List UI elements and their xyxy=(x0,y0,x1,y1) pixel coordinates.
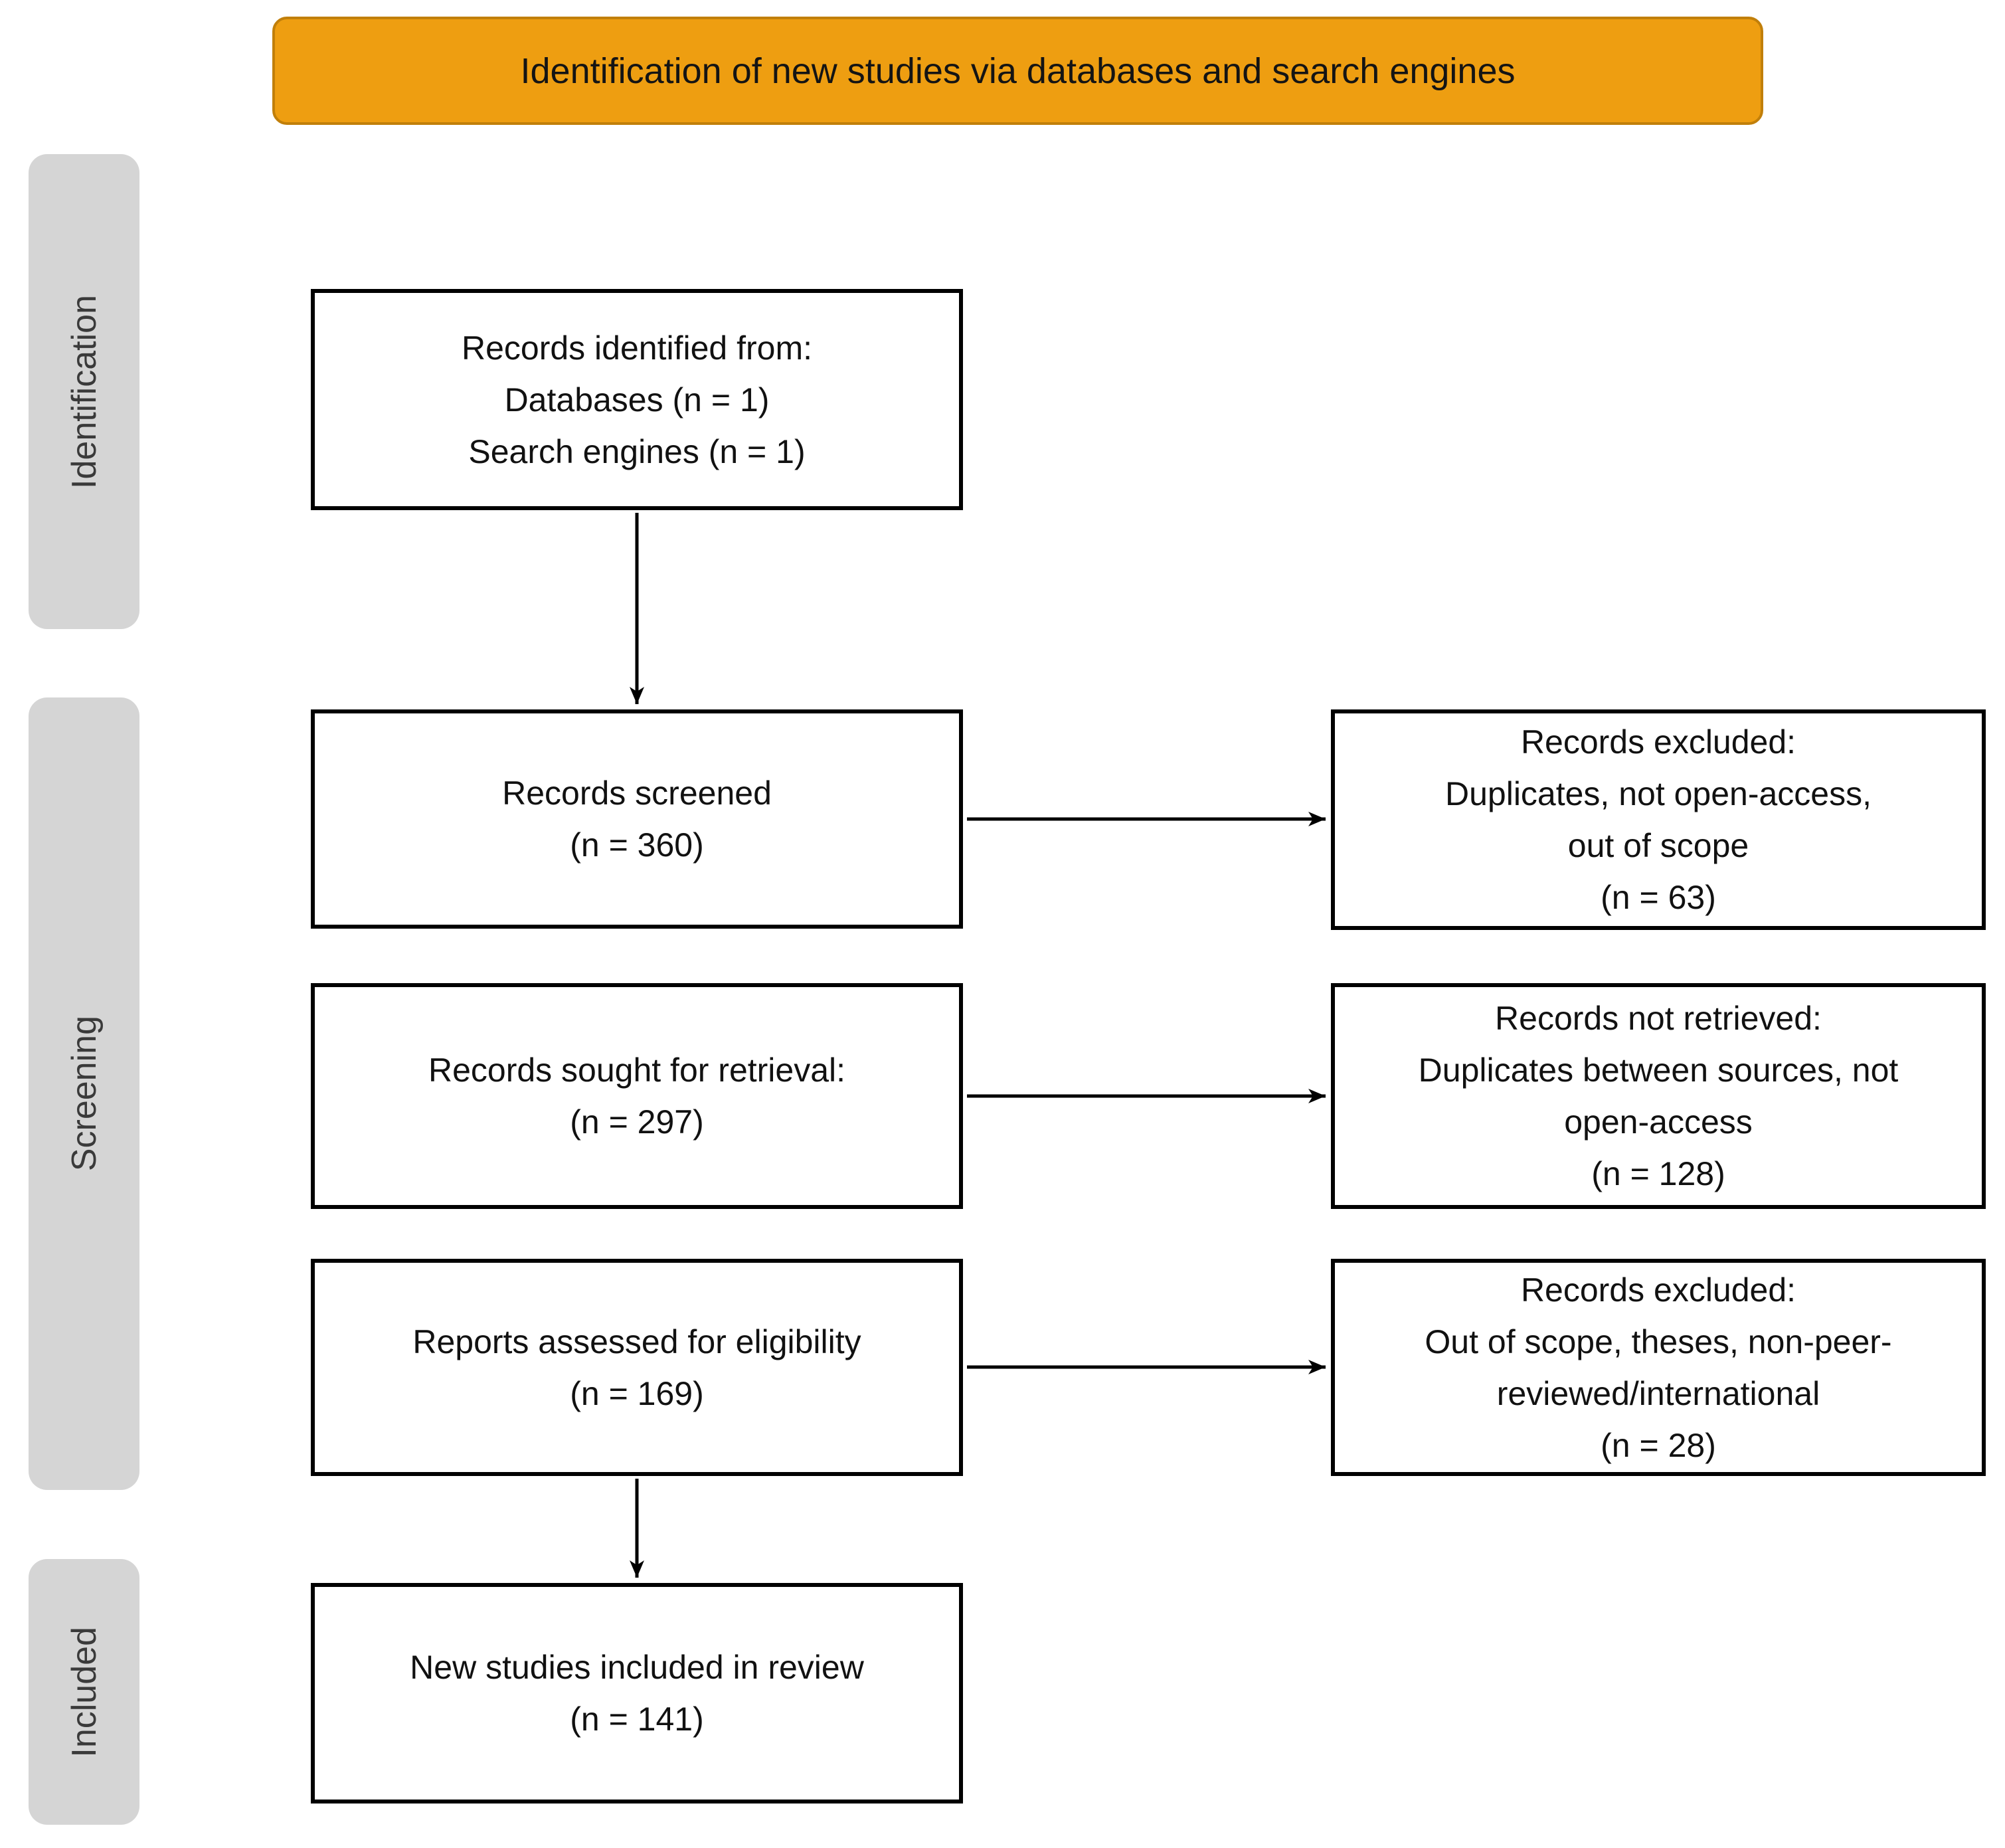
header-banner: Identification of new studies via databa… xyxy=(272,17,1763,125)
text-line: (n = 128) xyxy=(1591,1155,1725,1192)
text-line: Reports assessed for eligibility xyxy=(412,1323,861,1360)
stage-label-identification: Identification xyxy=(29,154,139,629)
text-line: Duplicates between sources, not xyxy=(1418,1052,1899,1089)
text-line: Records not retrieved: xyxy=(1495,1000,1822,1037)
box-reports-assessed: Reports assessed for eligibility (n = 169… xyxy=(311,1259,963,1476)
text-line: reviewed/international xyxy=(1496,1374,1820,1412)
text-line: Records sought for retrieval: xyxy=(428,1052,846,1089)
stage-label-included: Included xyxy=(29,1559,139,1825)
box-records-screened: Records screened (n = 360) xyxy=(311,709,963,929)
text-line: Records identified from: xyxy=(461,329,812,367)
text-line: (n = 28) xyxy=(1601,1426,1716,1464)
text-line: (n = 297) xyxy=(570,1103,704,1141)
box-records-sought: Records sought for retrieval: (n = 297) xyxy=(311,983,963,1209)
box-records-not-retrieved: Records not retrieved: Duplicates between… xyxy=(1331,983,1986,1209)
text-line: (n = 360) xyxy=(570,826,704,864)
text-line: (n = 141) xyxy=(570,1701,704,1738)
box-records-excluded-eligibility: Records excluded: Out of scope, theses, n… xyxy=(1331,1259,1986,1476)
box-records-identified: Records identified from: Databases (n = 1… xyxy=(311,289,963,510)
text-line: Records excluded: xyxy=(1520,723,1796,761)
box-records-excluded-screening: Records excluded: Duplicates, not open-ac… xyxy=(1331,709,1986,930)
text-line: Duplicates, not open-access, xyxy=(1444,775,1872,812)
box-studies-included: New studies included in review (n = 141) xyxy=(311,1583,963,1803)
text-line: out of scope xyxy=(1567,827,1749,864)
stage-label-text: Identification xyxy=(64,294,104,489)
stage-label-text: Screening xyxy=(64,1016,104,1172)
stage-label-text: Included xyxy=(64,1626,104,1758)
text-line: (n = 169) xyxy=(570,1374,704,1412)
text-line: Records excluded: xyxy=(1520,1271,1796,1309)
stage-label-screening: Screening xyxy=(29,697,139,1490)
text-line: Search engines (n = 1) xyxy=(468,432,806,470)
text-line: Records screened xyxy=(502,775,772,812)
text-line: Out of scope, theses, non-peer- xyxy=(1425,1323,1892,1360)
text-line: (n = 63) xyxy=(1601,879,1716,916)
text-line: New studies included in review xyxy=(410,1649,864,1686)
text-line: open-access xyxy=(1564,1103,1753,1141)
text-line: Databases (n = 1) xyxy=(504,381,770,418)
